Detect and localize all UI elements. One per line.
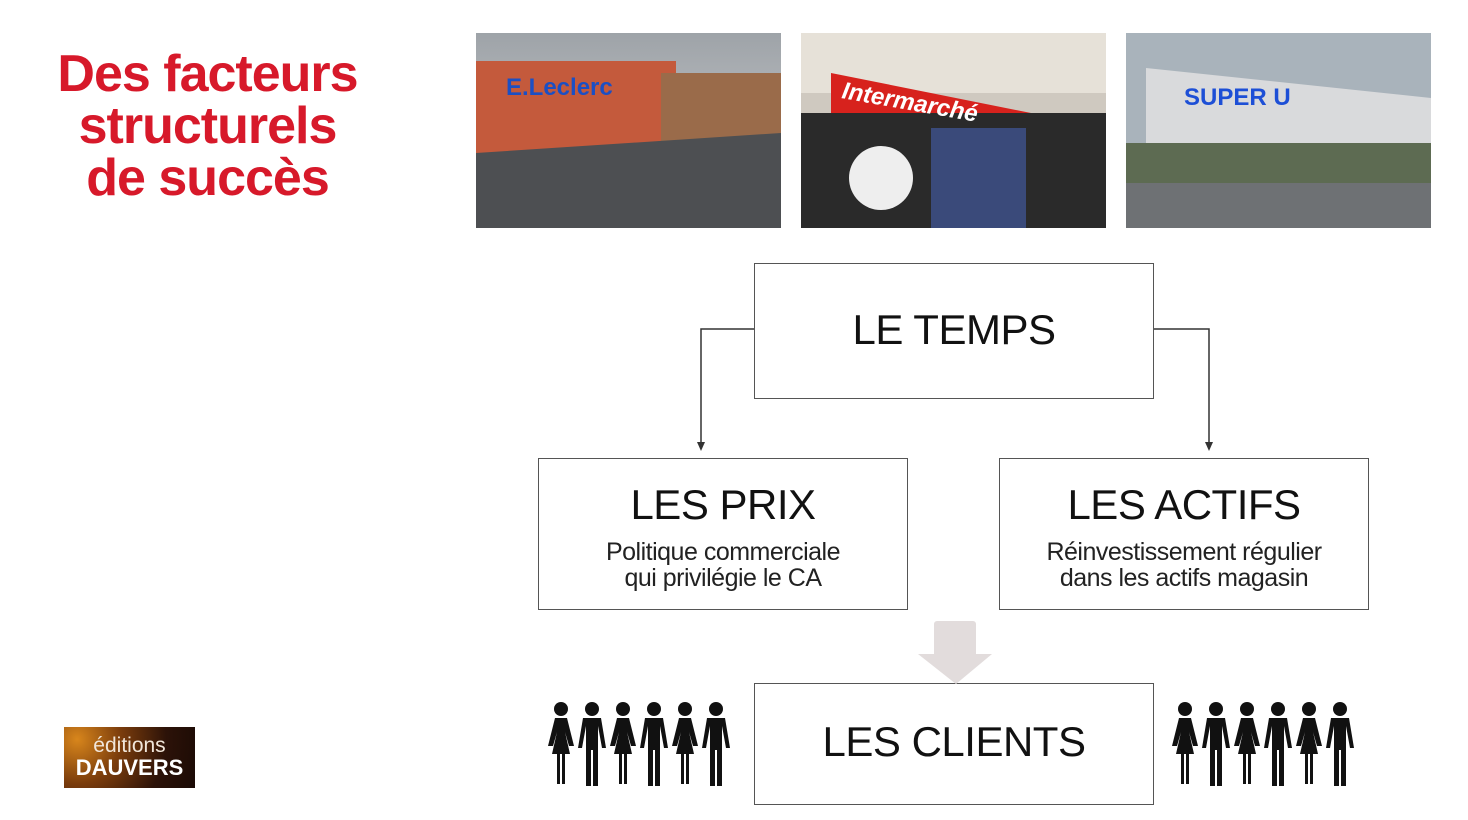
person-icon [640,702,668,786]
photo-intermarche: Intermarché [801,33,1106,228]
person-icon [548,702,574,784]
box-assets: LES ACTIFS Réinvestissement régulier dan… [999,458,1369,610]
box-heading: LE TEMPS [852,306,1056,353]
connector-left [700,328,754,444]
box-clients: LES CLIENTS [754,683,1154,805]
photo-leclerc: E.Leclerc [476,33,781,228]
arrow-head-icon [697,442,705,451]
box-text: qui privilégie le CA [624,564,822,592]
title-line: Des facteurs [57,45,358,103]
logo-text: éditions [93,734,166,757]
down-arrow-icon [918,621,992,684]
box-heading: LES CLIENTS [822,718,1086,765]
photo-superu: SUPER U [1126,33,1431,228]
connector-right [1154,328,1210,444]
superu-sign: SUPER U [1184,84,1291,111]
arrow-head-icon [1205,442,1213,451]
person-icon [702,702,730,786]
person-icon [1326,702,1354,786]
dauvers-logo: éditions DAUVERS [64,727,195,788]
box-text: Réinvestissement régulier [1046,538,1322,566]
box-heading: LES ACTIFS [1067,481,1301,528]
logo-text: DAUVERS [75,755,184,780]
leclerc-sign: E.Leclerc [506,74,613,101]
box-text: dans les actifs magasin [1059,564,1309,592]
person-icon [672,702,698,784]
person-icon [578,702,606,786]
box-text: Politique commerciale [605,538,841,566]
people-icon-right [1172,702,1354,786]
person-icon [610,702,636,784]
slide-title: Des facteurs structurels de succès [20,48,395,204]
person-icon [1234,702,1260,784]
person-icon [1264,702,1292,786]
person-icon [1296,702,1322,784]
title-line: de succès [86,149,330,207]
person-icon [1172,702,1198,784]
box-time: LE TEMPS [754,263,1154,399]
box-heading: LES PRIX [630,481,816,528]
box-prices: LES PRIX Politique commerciale qui privi… [538,458,908,610]
title-line: structurels [78,97,338,155]
people-icon-left [548,702,730,786]
person-icon [1202,702,1230,786]
